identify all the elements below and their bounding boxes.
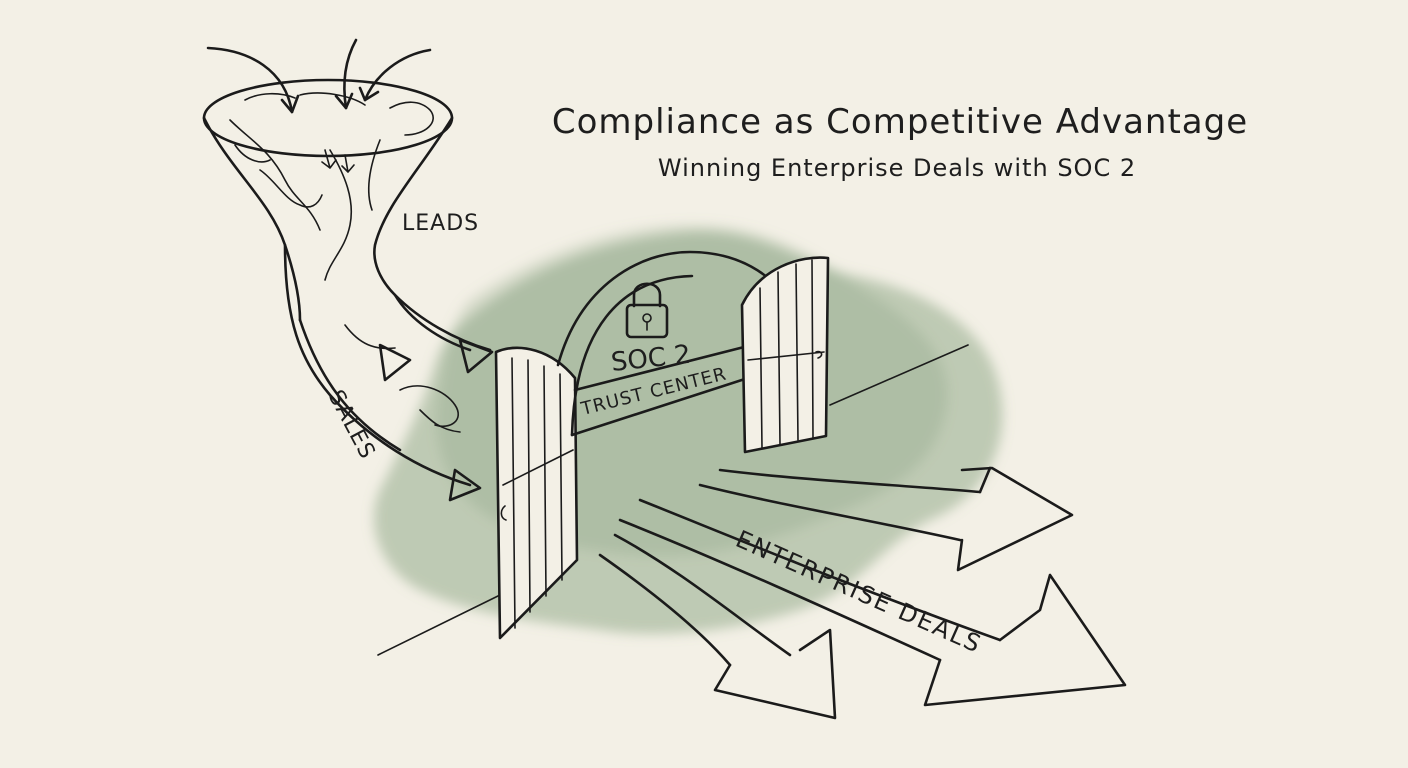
label-sales: SALES	[323, 386, 380, 464]
funnel-icon	[202, 38, 492, 352]
watercolor-wash	[373, 225, 1003, 634]
funnel-stream	[283, 243, 494, 502]
right-gate-door	[740, 256, 830, 454]
padlock-icon	[625, 282, 669, 339]
left-gate-door	[494, 346, 579, 640]
label-leads: LEADS	[402, 211, 479, 236]
diagram-subtitle: Winning Enterprise Deals with SOC 2	[658, 154, 1136, 182]
diagram-title: Compliance as Competitive Advantage	[552, 102, 1248, 142]
open-gate-icon	[556, 250, 792, 437]
enterprise-deal-paths	[598, 466, 1127, 720]
ground-lines	[377, 344, 969, 656]
